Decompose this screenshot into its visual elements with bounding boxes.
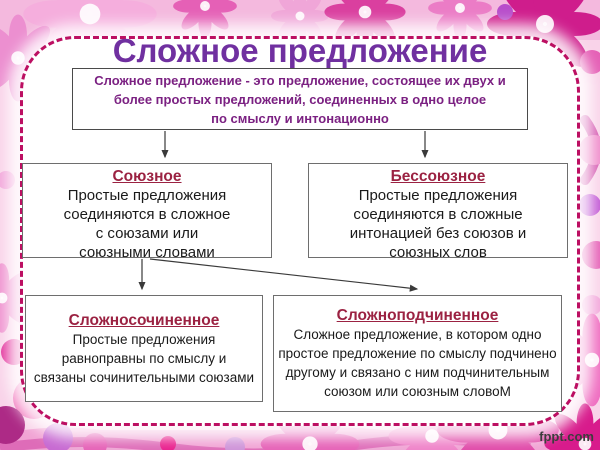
definition-box: Сложное предложение - это предложение, с… xyxy=(72,68,528,130)
fppt-watermark: fppt.com xyxy=(539,429,594,444)
box-slozhnopodchinennoe-title: Сложноподчиненное xyxy=(336,307,499,324)
box-soyuznoe: Союзное Простые предложения соединяются … xyxy=(22,163,272,261)
definition-text: Сложное предложение - это предложение, с… xyxy=(94,72,506,126)
box-slozhnosochinennoe-body: Простые предложения равноправны по смысл… xyxy=(33,331,255,385)
slide-title: Сложное предложение xyxy=(112,32,488,69)
box-slozhnopodchinennoe: Сложноподчиненное Сложное предложение, в… xyxy=(273,295,562,412)
box-bessoyuznoe: Бессоюзное Простые предложения соединяют… xyxy=(308,163,568,261)
box-slozhnosochinennoe: Сложносочиненное Простые предложения рав… xyxy=(25,295,263,402)
box-slozhnosochinennoe-title: Сложносочиненное xyxy=(68,311,220,329)
box-soyuznoe-title: Союзное xyxy=(112,168,182,185)
box-bessoyuznoe-body: Простые предложения соединяются в сложны… xyxy=(349,187,527,261)
box-soyuznoe-body: Простые предложения соединяются в сложно… xyxy=(63,187,231,261)
box-bessoyuznoe-title: Бессоюзное xyxy=(390,168,486,185)
box-slozhnopodchinennoe-body: Сложное предложение, в котором одно прос… xyxy=(278,327,557,399)
